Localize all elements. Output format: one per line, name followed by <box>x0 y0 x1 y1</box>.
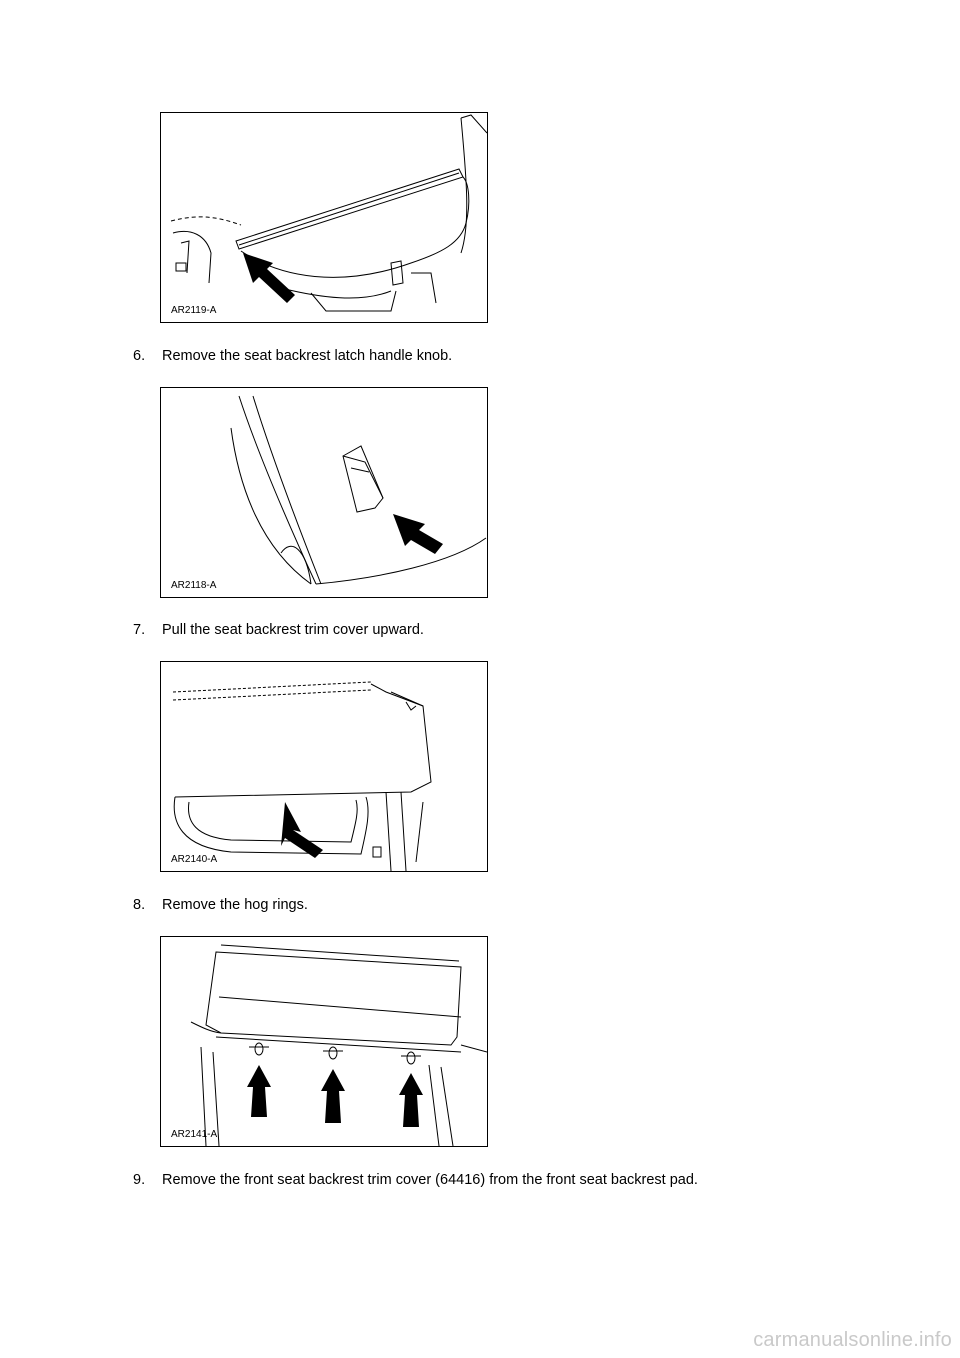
step-text: Remove the hog rings. <box>162 897 308 913</box>
step-9: 9. Remove the front seat backrest trim co… <box>133 1171 698 1189</box>
step-text: Remove the seat backrest latch handle kn… <box>162 348 453 364</box>
figure-ar2118: AR2118-A <box>160 387 488 598</box>
step-text: Pull the seat backrest trim cover upward… <box>162 622 424 638</box>
figure-ar2141: AR2141-A <box>160 936 488 1147</box>
step-number: 9. <box>133 1172 146 1188</box>
latch-handle-knob-illustration <box>230 395 487 585</box>
step-number: 6. <box>133 348 146 364</box>
figure-label: AR2118-A <box>171 580 217 591</box>
hog-rings-illustration <box>190 944 487 1146</box>
figure-label: AR2140-A <box>171 854 218 865</box>
watermark: carmanualsonline.info <box>753 1329 952 1351</box>
step-number: 7. <box>133 622 146 638</box>
seat-backrest-trim-strip-illustration <box>170 114 487 312</box>
figure-ar2119: AR2119-A <box>160 112 488 323</box>
trim-cover-upward-illustration <box>172 681 432 871</box>
figure-label: AR2119-A <box>171 305 217 316</box>
step-text: Remove the front seat backrest trim cove… <box>162 1172 698 1188</box>
step-7: 7. Pull the seat backrest trim cover upwa… <box>133 621 424 639</box>
step-6: 6. Remove the seat backrest latch handle … <box>133 347 452 365</box>
step-8: 8. Remove the hog rings. <box>133 896 308 914</box>
step-number: 8. <box>133 897 146 913</box>
figure-label: AR2141-A <box>171 1129 218 1140</box>
figure-ar2140: AR2140-A <box>160 661 488 872</box>
